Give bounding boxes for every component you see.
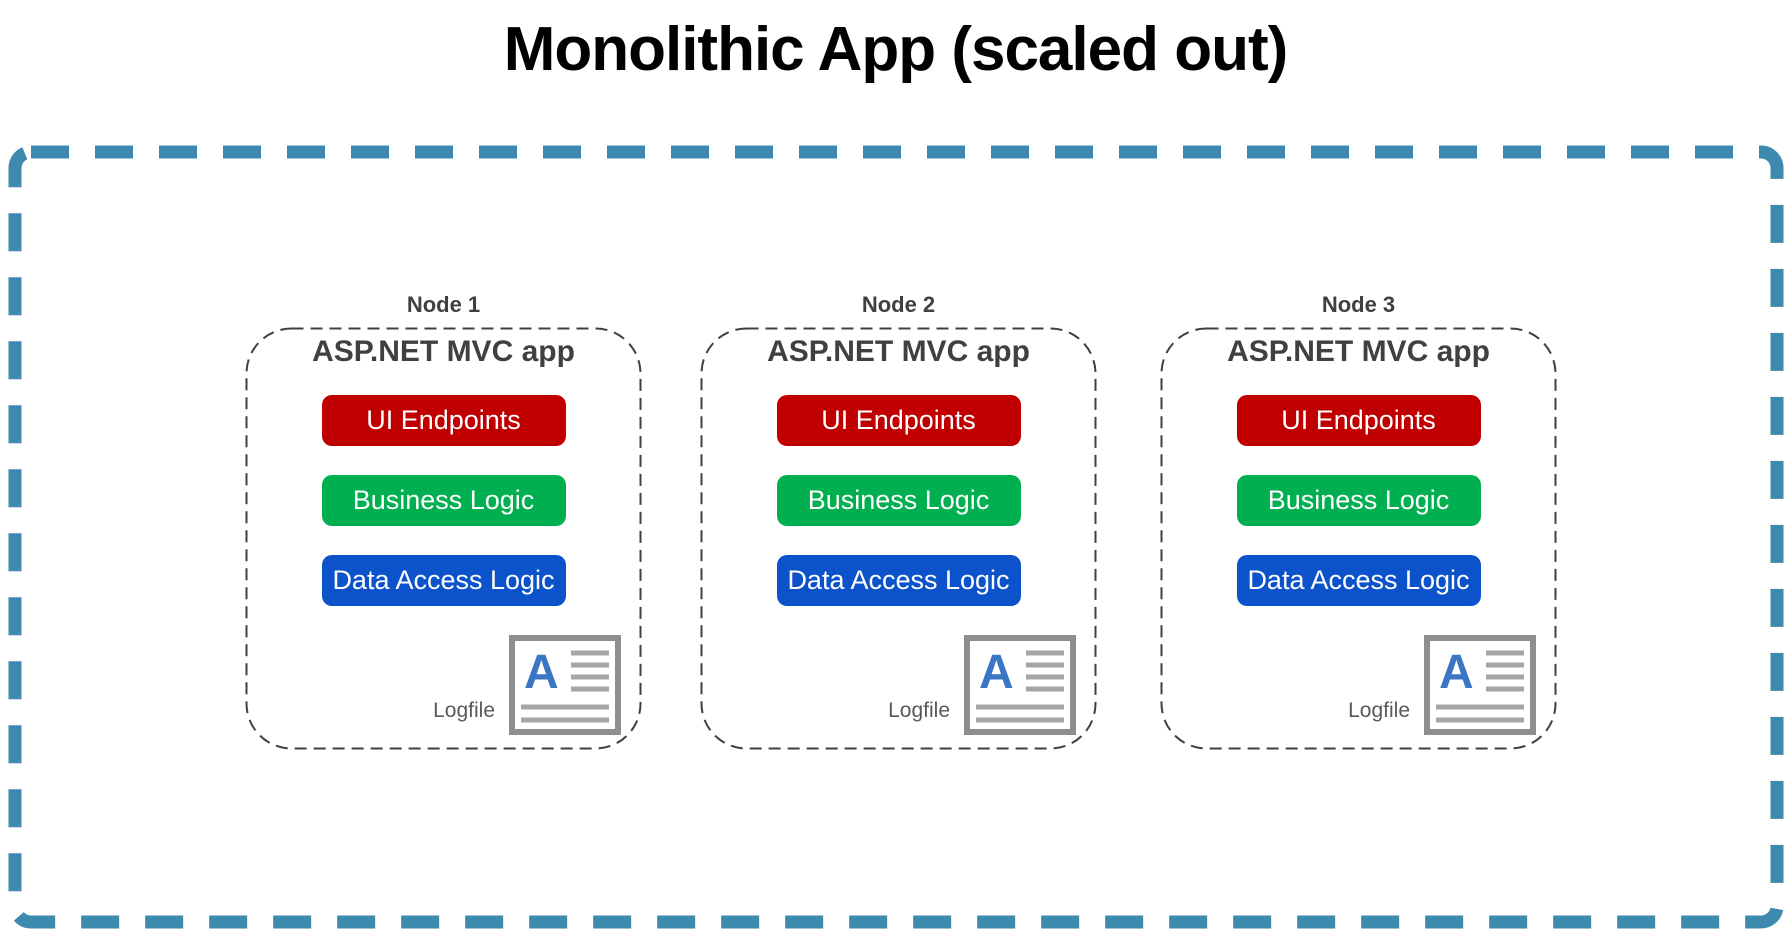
logfile-label: Logfile: [888, 699, 950, 722]
page-title: Monolithic App (scaled out): [503, 15, 1289, 84]
logfile-document-icon: A: [1424, 635, 1536, 735]
layer-stack: UI Endpoints Business Logic Data Access …: [245, 395, 642, 606]
app-title: ASP.NET MVC app: [312, 335, 575, 368]
app-title: ASP.NET MVC app: [767, 335, 1030, 368]
layer-business-logic: Business Logic: [321, 475, 566, 526]
svg-text:A: A: [979, 646, 1014, 699]
layer-business-logic: Business Logic: [1236, 475, 1481, 526]
logfile-label: Logfile: [1348, 699, 1410, 722]
node-2-box: ASP.NET MVC app UI Endpoints Business Lo…: [700, 327, 1097, 750]
node-3-box: ASP.NET MVC app UI Endpoints Business Lo…: [1160, 327, 1557, 750]
logfile-document-icon: A: [509, 635, 621, 735]
layer-ui-endpoints: UI Endpoints: [776, 395, 1021, 446]
layer-ui-endpoints: UI Endpoints: [1236, 395, 1481, 446]
node-2-label: Node 2: [861, 292, 936, 317]
node-3-label: Node 3: [1321, 292, 1396, 317]
node-1-box: ASP.NET MVC app UI Endpoints Business Lo…: [245, 327, 642, 750]
layer-business-logic: Business Logic: [776, 475, 1021, 526]
logfile-row: Logfile A: [1160, 635, 1557, 735]
layer-ui-endpoints: UI Endpoints: [321, 395, 566, 446]
svg-text:A: A: [524, 646, 559, 699]
logfile-row: Logfile A: [700, 635, 1097, 735]
layer-data-access-logic: Data Access Logic: [776, 555, 1021, 606]
logfile-label: Logfile: [433, 699, 495, 722]
node-3: Node 3 ASP.NET MVC app UI Endpoints Busi…: [1160, 292, 1557, 750]
layer-stack: UI Endpoints Business Logic Data Access …: [700, 395, 1097, 606]
svg-text:A: A: [1439, 646, 1474, 699]
node-1: Node 1 ASP.NET MVC app UI Endpoints Busi…: [245, 292, 642, 750]
node-1-label: Node 1: [406, 292, 481, 317]
layer-data-access-logic: Data Access Logic: [1236, 555, 1481, 606]
logfile-row: Logfile A: [245, 635, 642, 735]
layer-stack: UI Endpoints Business Logic Data Access …: [1160, 395, 1557, 606]
layer-data-access-logic: Data Access Logic: [321, 555, 566, 606]
node-2: Node 2 ASP.NET MVC app UI Endpoints Busi…: [700, 292, 1097, 750]
app-title: ASP.NET MVC app: [1227, 335, 1490, 368]
logfile-document-icon: A: [964, 635, 1076, 735]
